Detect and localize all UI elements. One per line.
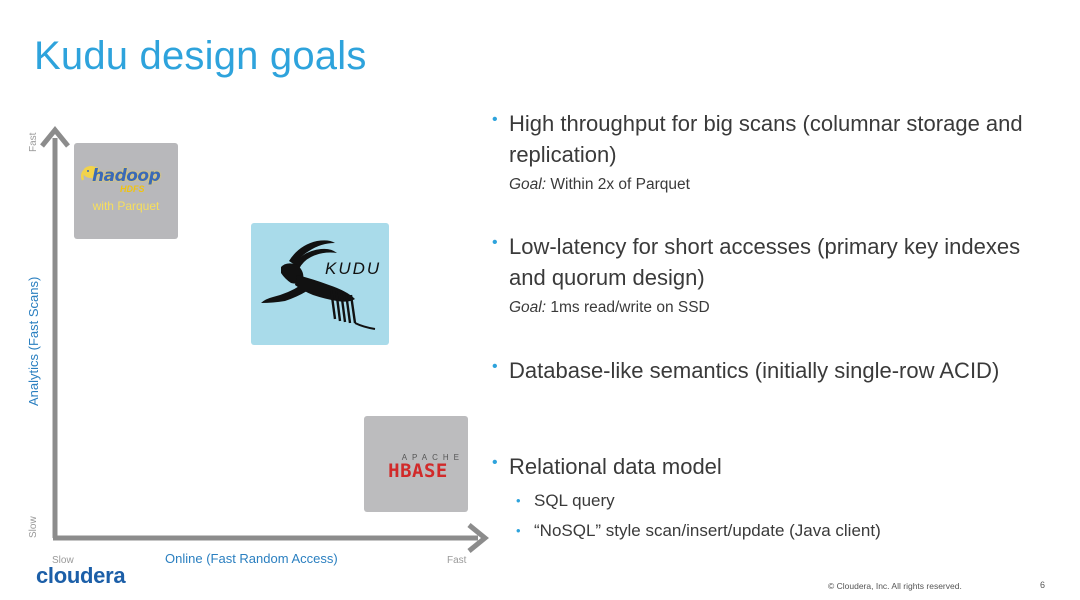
goal-label: Goal: bbox=[509, 176, 547, 193]
kudu-wordmark: KUDU bbox=[325, 259, 382, 278]
y-axis-bottom-tick: Slow bbox=[28, 516, 39, 538]
hadoop-hdfs-logo: hadoop HDFS with Parquet bbox=[74, 143, 178, 239]
goal-value: 1ms read/write on SSD bbox=[546, 299, 710, 316]
x-axis-arrow bbox=[53, 523, 489, 553]
goal-item-text: Database-like semantics (initially singl… bbox=[509, 358, 1000, 383]
sub-item-text: “NoSQL” style scan/insert/update (Java c… bbox=[534, 521, 881, 540]
goal-label: Goal: bbox=[509, 299, 547, 316]
copyright-notice: © Cloudera, Inc. All rights reserved. bbox=[828, 581, 962, 591]
goal-item-latency: • Low-latency for short accesses (primar… bbox=[492, 231, 1052, 317]
antelope-icon bbox=[261, 240, 376, 330]
x-axis-right-tick: Fast bbox=[447, 555, 467, 566]
goal-item-text: Low-latency for short accesses (primary … bbox=[509, 234, 1021, 290]
y-axis-top-tick: Fast bbox=[28, 132, 39, 152]
with-parquet-caption: with Parquet bbox=[92, 199, 160, 213]
apache-wordmark: APACHE bbox=[401, 453, 464, 462]
sub-list: • SQL query • “NoSQL” style scan/insert/… bbox=[516, 486, 1052, 546]
goal-target-line: Goal: 1ms read/write on SSD bbox=[509, 299, 1052, 317]
sub-item-sql: • SQL query bbox=[516, 486, 1052, 516]
bullet-dot: • bbox=[516, 523, 521, 538]
goal-target-line: Goal: Within 2x of Parquet bbox=[509, 176, 1052, 194]
goal-item-relational: • Relational data model • SQL query • “N… bbox=[492, 451, 1052, 546]
y-axis-label: Analytics (Fast Scans) bbox=[26, 276, 41, 406]
slide-title: Kudu design goals bbox=[34, 34, 367, 78]
bullet-dot: • bbox=[492, 234, 498, 251]
hadoop-wordmark: hadoop bbox=[92, 166, 161, 186]
elephant-icon bbox=[80, 166, 99, 181]
bullet-dot: • bbox=[516, 493, 521, 508]
goal-item-throughput: • High throughput for big scans (columna… bbox=[492, 108, 1052, 194]
x-axis-left-tick: Slow bbox=[52, 555, 74, 566]
goal-item-text: High throughput for big scans (columnar … bbox=[509, 111, 1023, 167]
sub-item-text: SQL query bbox=[534, 491, 615, 510]
page-number: 6 bbox=[1040, 580, 1046, 590]
hbase-logo: APACHE HBASE bbox=[364, 416, 468, 512]
goal-item-text: Relational data model bbox=[509, 454, 722, 479]
cloudera-logo: cloudera bbox=[36, 563, 126, 588]
kudu-logo: KUDU bbox=[251, 223, 389, 345]
bullet-dot: • bbox=[492, 111, 498, 128]
y-axis-arrow bbox=[40, 126, 70, 538]
hdfs-wordmark: HDFS bbox=[120, 184, 145, 194]
hbase-wordmark: HBASE bbox=[388, 460, 448, 482]
sub-item-nosql: • “NoSQL” style scan/insert/update (Java… bbox=[516, 516, 1052, 546]
bullet-dot: • bbox=[492, 454, 498, 471]
x-axis-label: Online (Fast Random Access) bbox=[165, 551, 338, 566]
goal-item-semantics: • Database-like semantics (initially sin… bbox=[492, 355, 1052, 386]
goal-value: Within 2x of Parquet bbox=[546, 176, 690, 193]
bullet-dot: • bbox=[492, 358, 498, 375]
